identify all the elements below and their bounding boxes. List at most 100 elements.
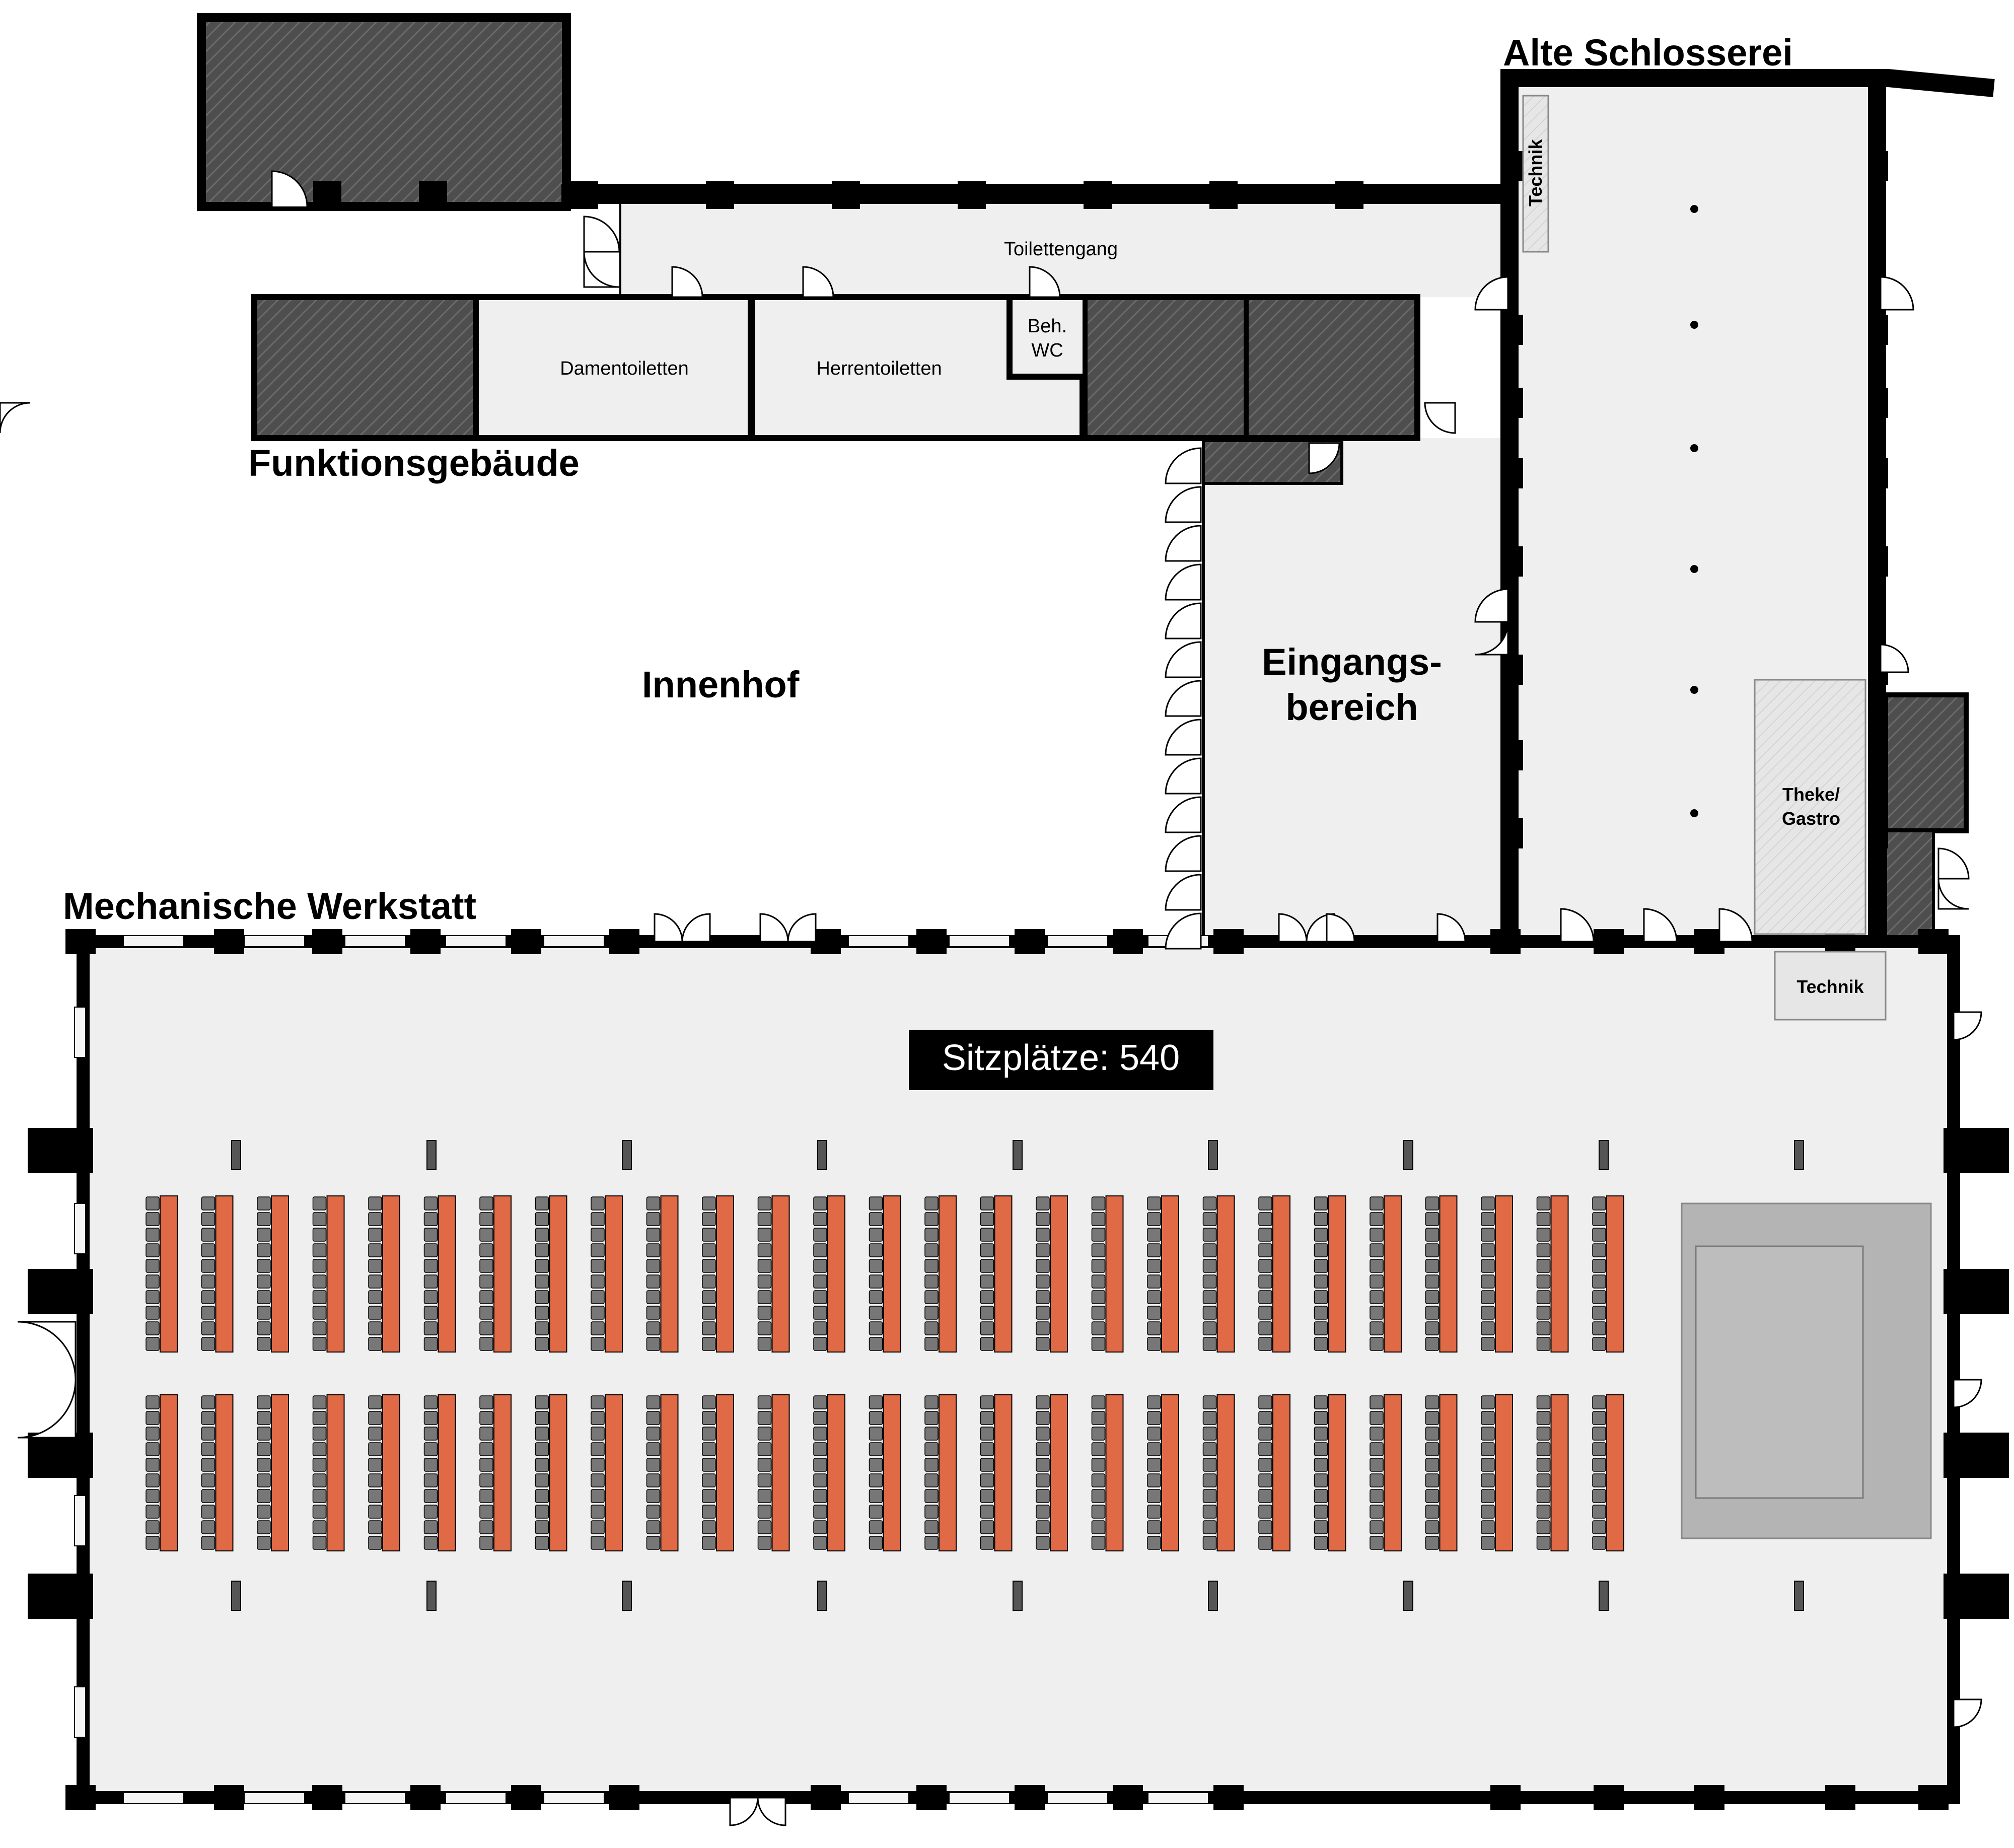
chair [980, 1427, 994, 1441]
column-marker [1690, 205, 1698, 213]
door-icon [1560, 908, 1595, 943]
pilaster [1594, 929, 1624, 954]
chair [1370, 1442, 1384, 1456]
chair [201, 1243, 215, 1257]
chair [1258, 1442, 1272, 1456]
chair [423, 1442, 438, 1456]
chair [1091, 1306, 1106, 1320]
chair [1536, 1489, 1551, 1503]
chair [1536, 1306, 1551, 1320]
seat-table [827, 1195, 845, 1353]
chair [591, 1259, 605, 1273]
chair [368, 1290, 382, 1304]
chair [479, 1243, 493, 1257]
chair [1425, 1259, 1440, 1273]
pillars [231, 1140, 1804, 1611]
chair [368, 1306, 382, 1320]
hatched-room [1083, 295, 1249, 441]
seat-table [1161, 1195, 1179, 1353]
chair [1370, 1274, 1384, 1289]
chair [980, 1473, 994, 1487]
chair [1258, 1505, 1272, 1519]
pilaster [1868, 315, 1888, 345]
chair [869, 1243, 883, 1257]
pilaster [706, 181, 734, 209]
chair [312, 1395, 327, 1409]
label-toilettengang: Toilettengang [1004, 239, 1118, 260]
door-icon [787, 913, 817, 943]
chair [702, 1337, 716, 1351]
chair [1425, 1290, 1440, 1304]
column-marker [1690, 565, 1698, 573]
door-icon [1165, 912, 1202, 950]
door-icon [1880, 276, 1914, 311]
chair [757, 1458, 772, 1472]
chair [813, 1259, 827, 1273]
chair [1258, 1473, 1272, 1487]
chair [1202, 1489, 1217, 1503]
chair [257, 1520, 271, 1534]
chair [479, 1442, 493, 1456]
pilaster [214, 1785, 244, 1810]
chair [368, 1489, 382, 1503]
chair [257, 1473, 271, 1487]
pilaster [313, 181, 341, 209]
door-icon [1718, 908, 1753, 943]
chair [646, 1274, 661, 1289]
chair [591, 1411, 605, 1425]
chair [257, 1489, 271, 1503]
chair [757, 1212, 772, 1226]
chair [1036, 1411, 1050, 1425]
chair [1314, 1259, 1328, 1273]
chair [1202, 1473, 1217, 1487]
chair [535, 1520, 549, 1534]
pilaster [28, 1128, 93, 1173]
chair [1592, 1306, 1606, 1320]
chair [1370, 1259, 1384, 1273]
chair [1314, 1321, 1328, 1335]
pilaster [1113, 929, 1143, 954]
window [543, 935, 605, 947]
seat-table [660, 1394, 679, 1551]
chair [479, 1196, 493, 1211]
seat-table [271, 1394, 289, 1551]
chair [146, 1505, 160, 1519]
chair [646, 1458, 661, 1472]
chair [423, 1395, 438, 1409]
pilaster [28, 1574, 93, 1619]
chair [869, 1458, 883, 1472]
chair [146, 1306, 160, 1320]
chair [980, 1228, 994, 1242]
chair [924, 1290, 939, 1304]
door-icon [759, 913, 789, 943]
chair [1370, 1306, 1384, 1320]
chair [1425, 1274, 1440, 1289]
chair [813, 1536, 827, 1550]
chair [368, 1259, 382, 1273]
label-sitzplaetze: Sitzplätze: 540 [942, 1038, 1180, 1078]
chair [646, 1306, 661, 1320]
chair [1481, 1473, 1495, 1487]
chair [869, 1473, 883, 1487]
chair [1036, 1520, 1050, 1534]
pilaster [214, 929, 244, 954]
chair [1314, 1473, 1328, 1487]
chair [1370, 1196, 1384, 1211]
seat-table [1384, 1394, 1402, 1551]
chair [1425, 1306, 1440, 1320]
chair [646, 1228, 661, 1242]
pilaster [811, 1785, 841, 1810]
chair [201, 1442, 215, 1456]
chair [924, 1212, 939, 1226]
window [949, 935, 1010, 947]
chair [312, 1505, 327, 1519]
window [123, 1792, 184, 1804]
chair [980, 1505, 994, 1519]
seating-block-2 [146, 1394, 1624, 1551]
chair [1314, 1536, 1328, 1550]
chair [1036, 1259, 1050, 1273]
window [244, 1792, 305, 1804]
chair [1036, 1321, 1050, 1335]
chair [479, 1520, 493, 1534]
damentoiletten-floor [476, 300, 748, 441]
